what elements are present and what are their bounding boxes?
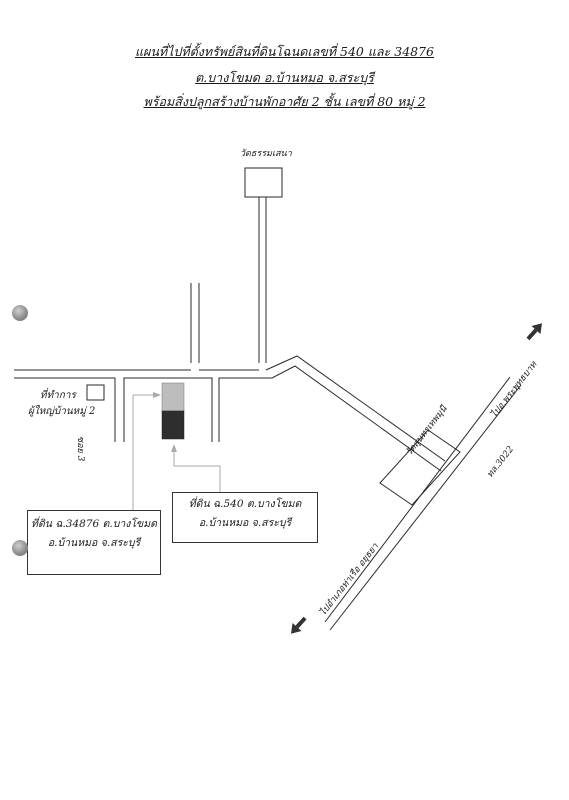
label-temple-top: วัดธรรมเสนา: [240, 149, 292, 159]
map-title-line-3: พร้อมสิ่งปลูกสร้างบ้านพักอาศัย 2 ชั้น เล…: [143, 94, 426, 109]
highway-3022-right: [329, 384, 522, 631]
main-road-top-right: [265, 355, 446, 462]
main-road-bottom: [14, 377, 116, 442]
plot-540: [161, 410, 185, 440]
callout-plot-540-line-1: ที่ดิน ฉ.540 ต.บางโขมด: [188, 498, 302, 510]
leader-plot-540: [173, 450, 221, 492]
punch-hole-bottom: [12, 540, 28, 556]
map-title-line-1: แผนที่ไปที่ตั้งทรัพย์สินที่ดินโฉนดเลขที่…: [134, 44, 435, 59]
main-road-bottom-right: [218, 365, 442, 472]
plot-34876: [161, 382, 185, 412]
label-office-line-2: ผู้ใหญ่บ้านหมู่ 2: [28, 406, 96, 417]
callout-plot-34876: ที่ดิน ฉ.34876 ต.บางโขมด อ.บ้านหมอ จ.สระ…: [27, 510, 161, 575]
temple-right-building: [379, 429, 461, 506]
callout-plot-540: ที่ดิน ฉ.540 ต.บางโขมด อ.บ้านหมอ จ.สระบุ…: [172, 492, 318, 543]
callout-plot-34876-line-2: อ.บ้านหมอ จ.สระบุรี: [47, 537, 141, 549]
label-office-line-1: ที่ทำการ: [40, 390, 76, 401]
temple-top-building: [244, 167, 283, 198]
arrow-to-tharua: [290, 616, 307, 634]
callout-plot-540-line-2: อ.บ้านหมอ จ.สระบุรี: [198, 517, 292, 529]
leader-arrow-540: [171, 444, 177, 452]
office-building: [86, 384, 105, 401]
arrow-to-phraphutthabat: [526, 323, 543, 341]
map-title-line-2: ต.บางโขมด อ.บ้านหมอ จ.สระบุรี: [195, 70, 374, 85]
leader-arrow-34876: [153, 392, 161, 398]
label-soi-3: ซอย 3: [75, 436, 85, 462]
callout-plot-34876-line-1: ที่ดิน ฉ.34876 ต.บางโขมด: [31, 518, 157, 530]
punch-hole-top: [12, 305, 28, 321]
soi3-right: [123, 377, 213, 442]
